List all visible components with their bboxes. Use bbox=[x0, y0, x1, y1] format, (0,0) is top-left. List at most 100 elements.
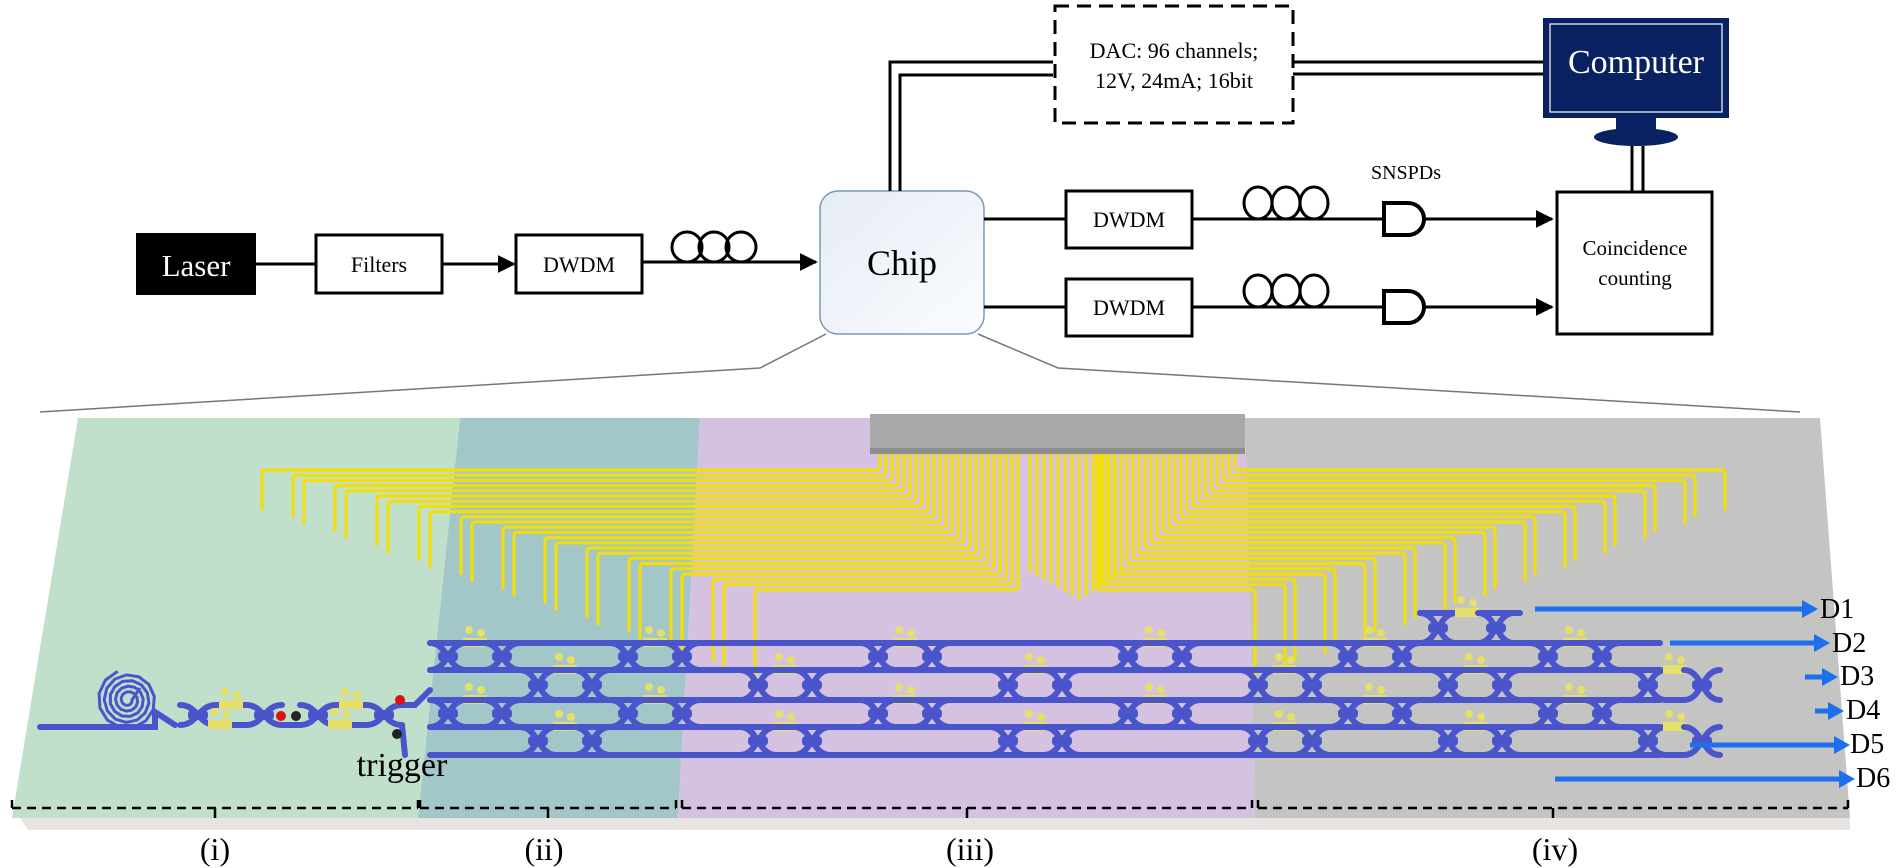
heater-pad bbox=[222, 711, 230, 719]
waveguide bbox=[37, 706, 178, 730]
heater-pad bbox=[1457, 596, 1465, 604]
filters-block: Filters bbox=[314, 233, 444, 295]
input-dwdm-label: DWDM bbox=[543, 252, 615, 277]
directional-coupler bbox=[438, 708, 458, 719]
chip-dac-cable bbox=[888, 60, 1053, 191]
fiber-coil-icon bbox=[1242, 273, 1330, 309]
heater-pad bbox=[1157, 629, 1165, 637]
electrode-wire bbox=[344, 454, 906, 539]
chip-slab-edge bbox=[20, 818, 1850, 830]
electrode-wire bbox=[1233, 454, 1727, 510]
directional-coupler bbox=[922, 708, 942, 719]
output-arrowhead-1 bbox=[1802, 600, 1818, 618]
heater-pad bbox=[342, 711, 350, 719]
output-dwdm-label-2: DWDM bbox=[1093, 295, 1165, 320]
directional-coupler bbox=[1438, 680, 1458, 690]
directional-coupler bbox=[1438, 736, 1458, 746]
heater-pad bbox=[567, 656, 575, 664]
electrode-wire bbox=[260, 454, 882, 510]
electrode-wire bbox=[1161, 454, 1487, 597]
electrode-wire bbox=[543, 454, 960, 604]
directional-coupler bbox=[868, 651, 888, 662]
coincidence-box bbox=[1555, 190, 1714, 336]
directional-coupler bbox=[998, 736, 1018, 746]
output-arm-2: DWDM bbox=[984, 273, 1554, 338]
directional-coupler bbox=[618, 651, 638, 662]
phase-shifter-heater bbox=[219, 700, 243, 709]
electrode-wire bbox=[1143, 454, 1417, 618]
filters-box bbox=[314, 233, 444, 295]
trigger-label: trigger bbox=[357, 747, 448, 784]
snspd-label: SNSPDs bbox=[1371, 162, 1441, 184]
chip-render: trigger (i) (ii) (iii) (iv) D1 D2 D3 D4 … bbox=[10, 414, 1890, 867]
dac-computer-cable bbox=[1293, 60, 1543, 76]
directional-coupler bbox=[1638, 736, 1658, 746]
electrode-wire bbox=[1173, 454, 1527, 582]
directional-coupler bbox=[1118, 651, 1138, 662]
heater-pad bbox=[221, 688, 229, 696]
dac-line2: 12V, 24mA; 16bit bbox=[1095, 68, 1253, 93]
detector-label-d1: D1 bbox=[1820, 594, 1854, 625]
photon-black-2 bbox=[392, 729, 402, 739]
dac-block: DAC: 96 channels; 12V, 24mA; 16bit bbox=[1053, 4, 1295, 125]
heater-pad bbox=[907, 629, 915, 637]
output-dwdm-box-1 bbox=[1064, 189, 1194, 250]
coincidence-line1: Coincidence bbox=[1583, 236, 1688, 260]
heater-pad bbox=[775, 710, 783, 718]
directional-coupler bbox=[1428, 623, 1448, 633]
electrode-wire bbox=[470, 454, 942, 582]
heater-pad bbox=[1677, 713, 1685, 721]
directional-coupler bbox=[528, 680, 548, 690]
computer-screen bbox=[1543, 18, 1729, 118]
directional-coupler bbox=[1692, 680, 1712, 690]
filters-label: Filters bbox=[351, 252, 407, 277]
electrode-wire bbox=[722, 454, 1014, 669]
laser-box bbox=[136, 233, 256, 295]
detector-label-d3: D3 bbox=[1840, 661, 1874, 692]
directional-coupler bbox=[1302, 736, 1322, 746]
heater-pad bbox=[1287, 713, 1295, 721]
heater-pad bbox=[477, 629, 485, 637]
electrode-wire bbox=[512, 454, 954, 597]
directional-coupler bbox=[1338, 651, 1358, 662]
heater-pad bbox=[1477, 656, 1485, 664]
heater-pad bbox=[1365, 683, 1373, 691]
heater-pad bbox=[1037, 713, 1045, 721]
heater-pad bbox=[1565, 626, 1573, 634]
electrode-wire bbox=[1155, 454, 1457, 604]
electrical-connector bbox=[870, 414, 1245, 454]
directional-coupler bbox=[1248, 736, 1268, 746]
directional-coupler bbox=[1592, 651, 1612, 662]
fiber-coil-icon bbox=[1242, 185, 1330, 221]
output-arrowhead-2 bbox=[1814, 634, 1830, 652]
directional-coupler bbox=[1172, 651, 1192, 662]
setup-diagram: Laser Filters DWDM Chip bbox=[39, 4, 1801, 413]
input-dwdm-box bbox=[514, 233, 644, 295]
heater-pad bbox=[1665, 653, 1673, 661]
heater-pad bbox=[465, 626, 473, 634]
snspd-detector-icon bbox=[1382, 201, 1426, 237]
directional-coupler bbox=[802, 736, 822, 746]
section-brackets bbox=[10, 800, 1850, 818]
heater-pad bbox=[1275, 653, 1283, 661]
heater-pad bbox=[775, 653, 783, 661]
coincidence-line2: counting bbox=[1598, 266, 1672, 290]
electrode-wire bbox=[428, 454, 930, 568]
heater-pad bbox=[787, 656, 795, 664]
directional-coupler bbox=[922, 651, 942, 662]
heater-pad bbox=[1377, 686, 1385, 694]
heater-pad bbox=[657, 686, 665, 694]
section-label-i: (i) bbox=[200, 831, 230, 867]
snspd-detector-icon bbox=[1382, 289, 1426, 325]
directional-coupler bbox=[998, 680, 1018, 690]
chip-block: Chip bbox=[819, 190, 985, 335]
electrode-wire bbox=[638, 454, 990, 640]
heater-pad bbox=[1465, 653, 1473, 661]
detector-label-d4: D4 bbox=[1846, 695, 1880, 726]
zoom-callout-lines bbox=[39, 333, 1801, 413]
electrode-wire bbox=[1209, 454, 1647, 539]
directional-coupler bbox=[1492, 736, 1512, 746]
directional-coupler bbox=[672, 651, 692, 662]
phase-shifter-heater bbox=[339, 700, 363, 709]
